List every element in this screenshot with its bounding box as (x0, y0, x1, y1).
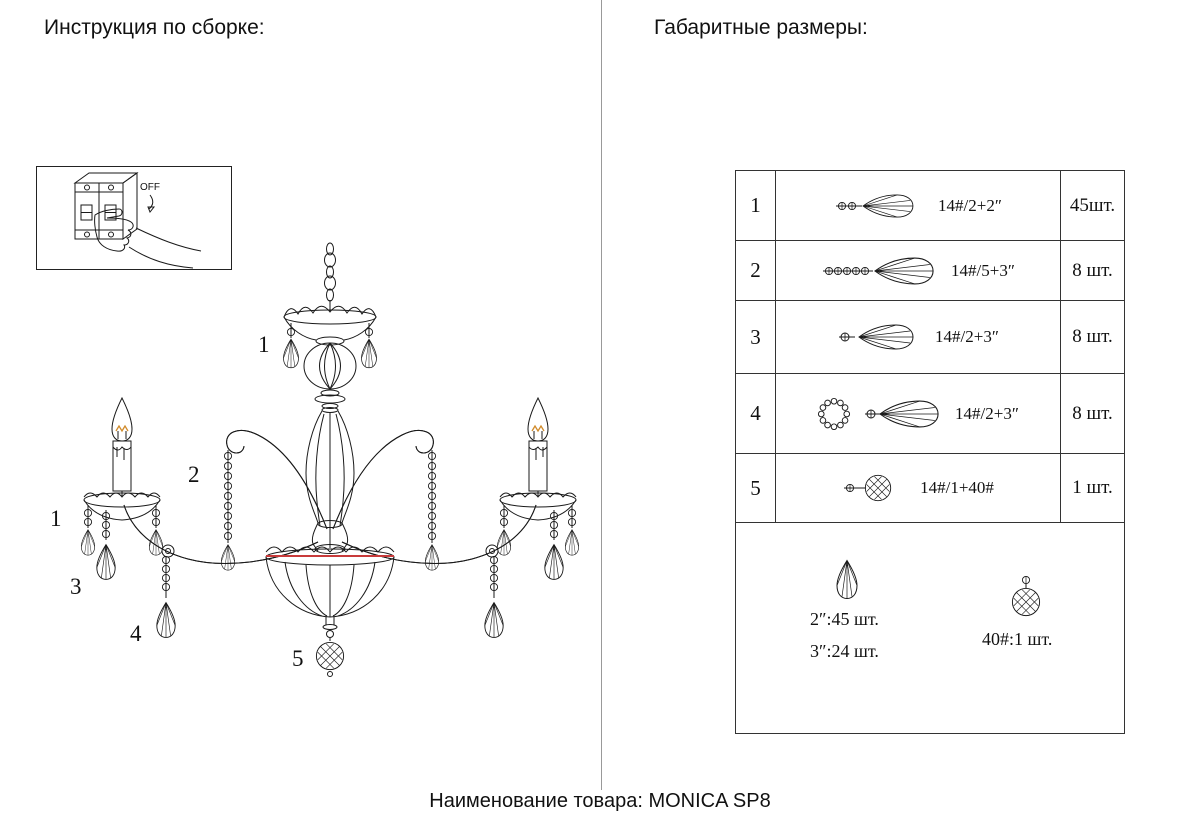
top-crown (283, 305, 377, 346)
ribbed-sphere (303, 342, 357, 390)
bead-strand (220, 450, 236, 571)
part-size: 14#/2+3″ (955, 403, 1019, 423)
summary-drop-2inch: 2″:45 шт. (810, 609, 879, 629)
circuit-breaker-off-hand-icon: OFF (73, 172, 202, 269)
table-row: 4 14#/2+3″ 8 шт. (736, 374, 1124, 454)
bottom-bowl (265, 546, 395, 677)
table-row: 1 14#/2+2″ 45шт. (736, 171, 1124, 241)
bead-teardrop-crystal-icon (865, 400, 939, 427)
vertical-divider (601, 0, 602, 790)
off-label: OFF (140, 182, 160, 193)
dimensions-title: Габаритные размеры: (654, 16, 868, 39)
long-bead-strand (156, 555, 176, 639)
row-number: 2 (736, 241, 776, 300)
row-number: 5 (736, 454, 776, 522)
part-qty: 1 шт. (1060, 454, 1124, 522)
rotate-arrow-icon (147, 194, 156, 213)
bead-faceted-ball-crystal-icon (844, 474, 892, 502)
row-number: 3 (736, 301, 776, 373)
callout-arm-strand: 2 (188, 462, 200, 487)
summary-drop-3inch: 3″:24 шт. (810, 641, 879, 661)
pointing-hand-icon (94, 208, 202, 269)
table-row: 5 14#/1+40# 1 шт. (736, 454, 1124, 523)
row-number: 1 (736, 171, 776, 240)
product-name-label: Наименование товара: MONICA SP8 (429, 790, 771, 812)
power-off-warning-box: OFF (36, 166, 232, 270)
callout-drop-long: 4 (130, 621, 142, 646)
parts-table: 1 14#/2+2″ 45шт. 2 (735, 170, 1125, 734)
candle-assembly (80, 396, 164, 581)
part-size: 14#/5+3″ (951, 260, 1015, 280)
assembly-instructions-title: Инструкция по сборке: (44, 16, 265, 39)
bottom-ball-crystal (315, 641, 345, 671)
baluster-column (305, 407, 355, 552)
callout-drop-3inch: 3 (70, 574, 82, 599)
part-qty: 8 шт. (1060, 301, 1124, 373)
two-beads-teardrop-crystal-icon (836, 193, 914, 218)
chandelier-diagram (80, 242, 620, 677)
part-size: 14#/1+40# (920, 478, 994, 497)
part-size: 14#/2+2″ (938, 195, 1002, 215)
five-beads-teardrop-crystal-icon (823, 256, 934, 285)
faceted-ball-crystal-icon (1011, 575, 1041, 617)
table-row: 3 14#/2+3″ 8 шт. (736, 301, 1124, 374)
hanging-chain (324, 242, 336, 311)
crown-strand-left (283, 323, 299, 369)
crystal-summary: 2″:45 шт. 3″:24 шт. 40#:1 шт. (736, 523, 1124, 733)
summary-ball-40: 40#:1 шт. (982, 629, 1053, 649)
callout-crown-crystal: 1 (258, 332, 270, 357)
callout-bottom-ball: 5 (292, 646, 304, 671)
crown-strand-right (361, 323, 377, 369)
bead-teardrop-crystal-icon (839, 324, 914, 350)
row-number: 4 (736, 374, 776, 453)
callout-bobeche-strand: 1 (50, 506, 62, 531)
teardrop-crystal-icon (836, 559, 858, 600)
part-qty: 45шт. (1060, 171, 1124, 240)
part-size: 14#/2+3″ (935, 327, 999, 346)
collar-rings (314, 389, 346, 409)
part-qty: 8 шт. (1060, 374, 1124, 453)
table-row: 2 14#/5+3″ 8 шт. (736, 241, 1124, 301)
beaded-ring-icon (817, 397, 851, 430)
breaker-body (73, 172, 139, 240)
part-qty: 8 шт. (1060, 241, 1124, 300)
